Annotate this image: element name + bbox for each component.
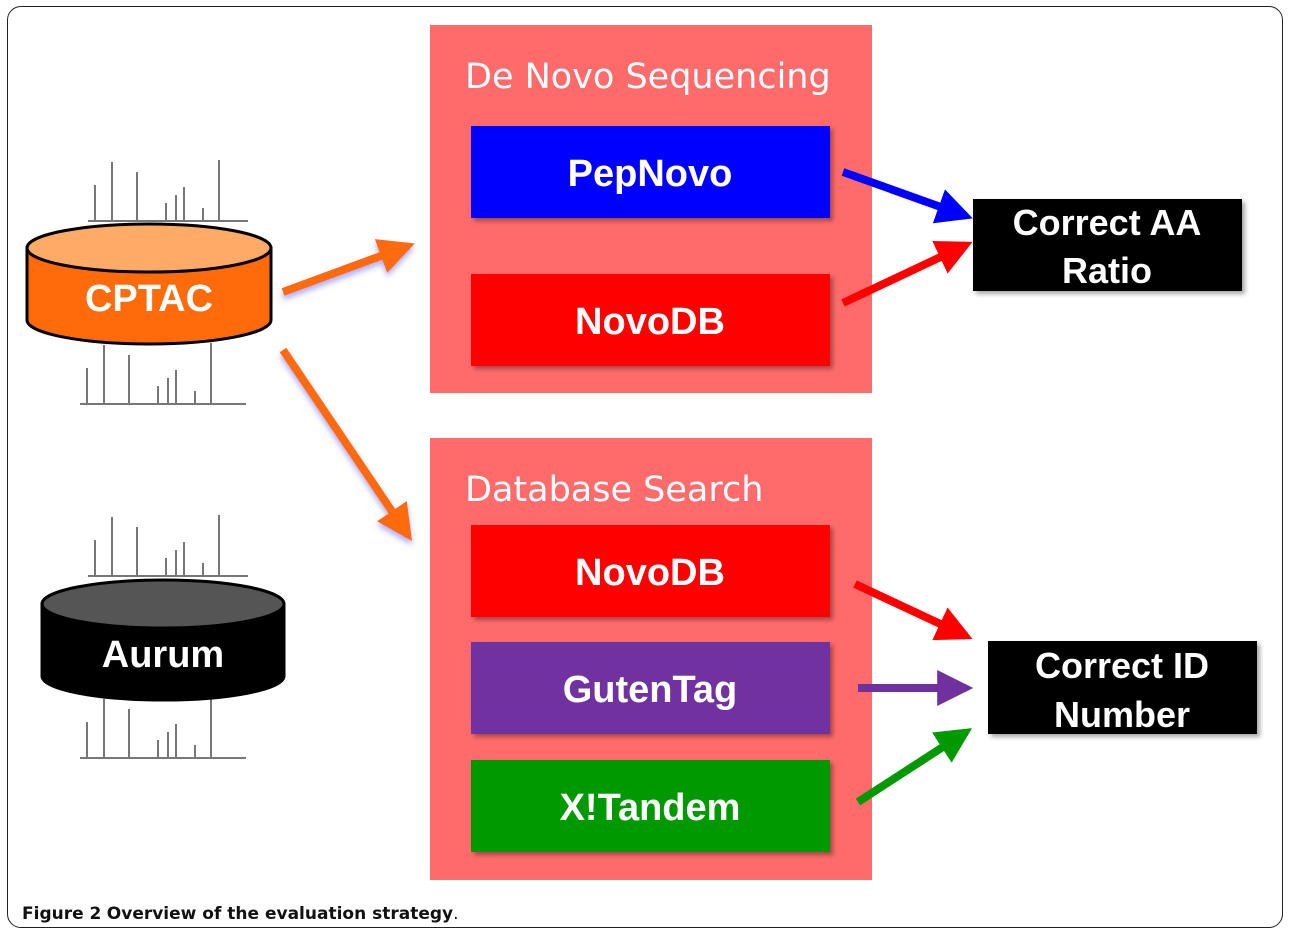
arrow-pepnovo-to-aa-ratio <box>841 168 973 224</box>
gutentag-label: GutenTag <box>563 669 738 711</box>
aurum-top-spectrum-icon <box>88 515 248 577</box>
correct-aa-ratio-line2: Ratio <box>1062 250 1152 291</box>
novodb-db-label: NovoDB <box>575 552 725 594</box>
arrow-xtandem-to-id-number <box>855 728 973 806</box>
novodb-denovo-box <box>471 274 830 366</box>
pepnovo-box <box>471 126 830 218</box>
correct-aa-ratio-line1: Correct AA <box>1013 202 1202 243</box>
correct-id-number-line1: Correct ID <box>1035 645 1209 686</box>
correct-id-number-box <box>988 641 1257 734</box>
evaluation-diagram: De Novo Sequencing Database Search PepNo… <box>25 25 1257 880</box>
aurum-bottom-spectrum-icon <box>80 697 246 759</box>
aurum-label: Aurum <box>102 634 224 676</box>
aurum-database-icon <box>40 578 286 702</box>
gutentag-box <box>471 642 830 734</box>
cptac-database-icon <box>25 222 273 346</box>
pepnovo-label: PepNovo <box>568 153 733 195</box>
cptac-label: CPTAC <box>85 278 213 320</box>
cptac-top-spectrum-icon <box>88 160 248 222</box>
figure-frame <box>7 6 1283 928</box>
correct-aa-ratio-box <box>973 199 1242 291</box>
de-novo-title: De Novo Sequencing <box>465 57 831 97</box>
figure-caption: Figure 2 Overview of the evaluation stra… <box>22 904 459 924</box>
arrow-novodb-to-id-number <box>853 580 973 641</box>
xtandem-box <box>471 760 830 852</box>
arrow-novodb-to-aa-ratio <box>841 241 973 307</box>
cptac-bottom-spectrum-icon <box>80 343 246 405</box>
arrow-cptac-to-database <box>279 347 413 541</box>
novodb-db-box <box>471 525 830 617</box>
caption-label: Figure 2 <box>22 904 102 924</box>
arrow-cptac-to-de-novo <box>281 239 415 296</box>
xtandem-label: X!Tandem <box>560 787 741 829</box>
caption-text: Overview of the evaluation strategy <box>106 904 454 924</box>
correct-id-number-line2: Number <box>1054 694 1190 735</box>
novodb-denovo-label: NovoDB <box>575 301 725 343</box>
database-title: Database Search <box>465 470 763 510</box>
